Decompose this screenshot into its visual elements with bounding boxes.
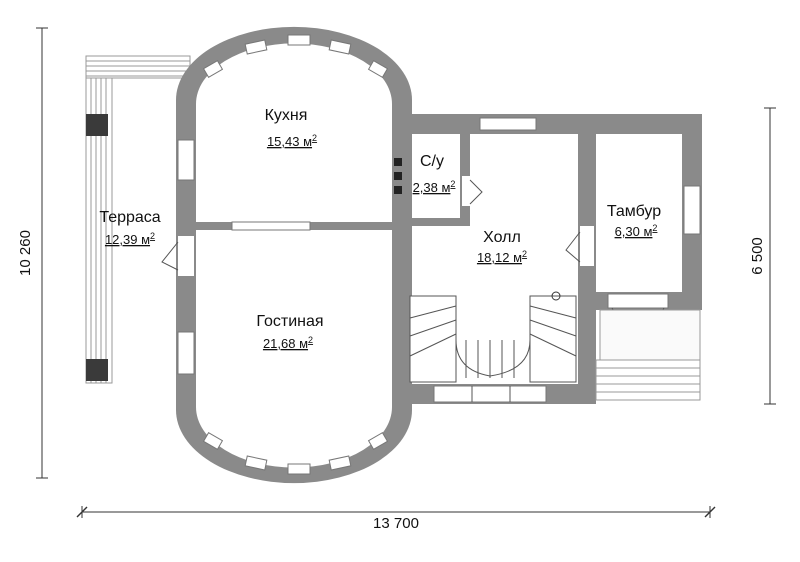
- vestibule-name: Тамбур: [607, 203, 661, 220]
- entrance-steps: [595, 309, 701, 401]
- round-wing-walls: [161, 26, 412, 484]
- svg-text:2,38 м2: 2,38 м2: [413, 179, 456, 195]
- right-wing-walls: [392, 114, 702, 404]
- svg-text:18,12 м2: 18,12 м2: [477, 249, 527, 265]
- hall-area-unit: 2: [522, 249, 527, 259]
- dimension-depth-left: 10 260: [17, 27, 48, 479]
- right-depth-label: 6 500: [749, 237, 766, 275]
- hall-name: Холл: [483, 229, 521, 246]
- bathroom-area-unit: 2: [450, 179, 455, 189]
- dimension-depth-right: 6 500: [749, 107, 776, 405]
- overall-depth-label: 10 260: [17, 230, 34, 276]
- svg-text:12,39 м2: 12,39 м2: [105, 231, 155, 247]
- dimension-width: 13 700: [76, 506, 716, 532]
- kitchen-name: Кухня: [265, 107, 308, 124]
- terrace-deck: [85, 55, 191, 384]
- room-bathroom: С/у 2,38 м2: [413, 153, 456, 195]
- svg-text:15,43 м2: 15,43 м2: [267, 133, 317, 149]
- vestibule-area-unit: 2: [652, 223, 657, 233]
- terrace-area: 12,39 м: [105, 232, 150, 247]
- bathroom-area: 2,38 м: [413, 180, 451, 195]
- terrace-post-top: [86, 114, 108, 136]
- staircase: [409, 291, 577, 383]
- terrace-name: Терраса: [99, 209, 160, 226]
- living-room-area: 21,68 м: [263, 336, 308, 351]
- terrace-area-unit: 2: [150, 231, 155, 241]
- overall-width-label: 13 700: [373, 515, 419, 532]
- hall-area: 18,12 м: [477, 250, 522, 265]
- kitchen-area-unit: 2: [312, 133, 317, 143]
- bathroom-name: С/у: [420, 153, 444, 170]
- terrace-post-bottom: [86, 359, 108, 381]
- vestibule-area: 6,30 м: [615, 224, 653, 239]
- room-kitchen: Кухня 15,43 м2: [265, 107, 317, 149]
- room-vestibule: Тамбур 6,30 м2: [607, 203, 661, 239]
- kitchen-area: 15,43 м: [267, 134, 312, 149]
- living-room-name: Гостиная: [256, 313, 323, 330]
- svg-text:6,30 м2: 6,30 м2: [615, 223, 658, 239]
- living-room-area-unit: 2: [308, 335, 313, 345]
- room-hall: Холл 18,12 м2: [477, 229, 527, 265]
- room-terrace: Терраса 12,39 м2: [99, 209, 160, 247]
- room-living: Гостиная 21,68 м2: [256, 313, 323, 351]
- svg-text:21,68 м2: 21,68 м2: [263, 335, 313, 351]
